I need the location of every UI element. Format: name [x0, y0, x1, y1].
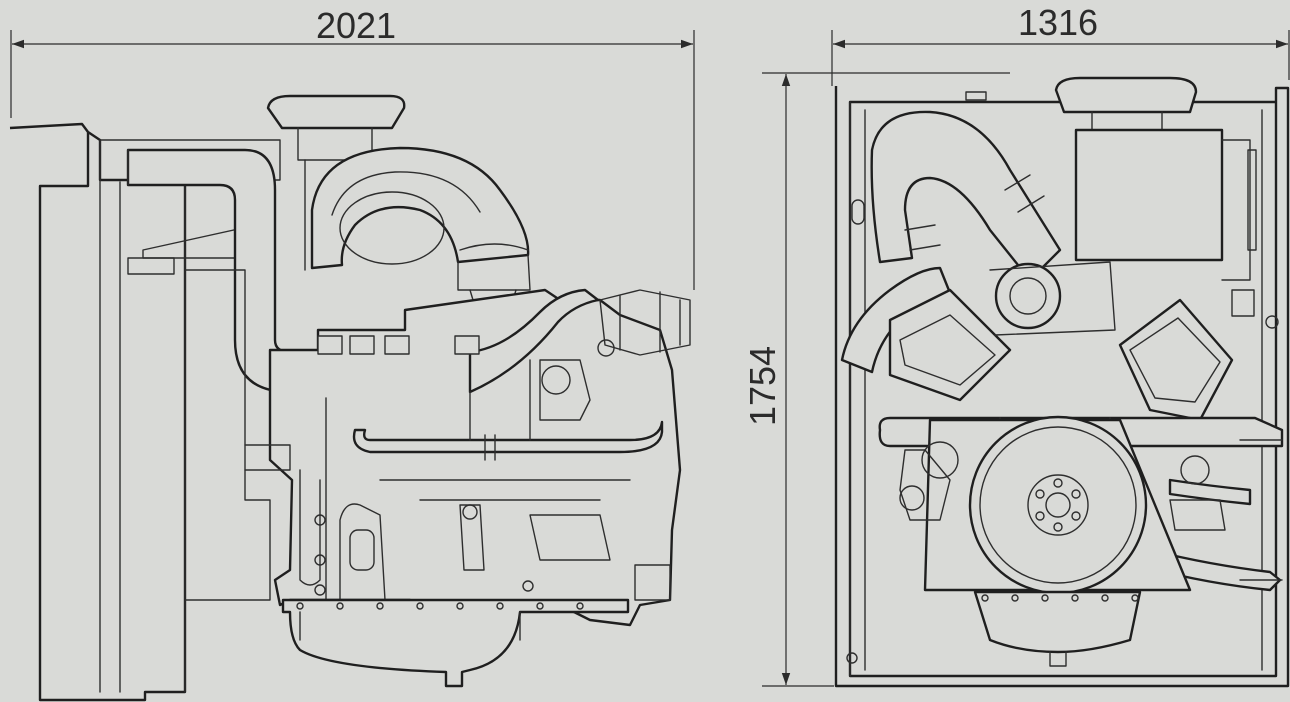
- length-label: 2021: [316, 5, 396, 46]
- flywheel-bolts: [1035, 478, 1081, 532]
- engine-front-view: [834, 76, 1290, 688]
- injectors: [317, 335, 480, 355]
- width-label: 1316: [1018, 2, 1098, 43]
- height-label: 1754: [742, 346, 783, 426]
- oil-pan-bolts: [296, 602, 584, 610]
- engine-side-view: [9, 94, 691, 702]
- height-dimension: 1754: [742, 72, 1010, 687]
- front-pan-bolts: [981, 594, 1139, 602]
- length-dimension: 2021: [10, 5, 695, 290]
- width-dimension: 1316: [831, 2, 1290, 86]
